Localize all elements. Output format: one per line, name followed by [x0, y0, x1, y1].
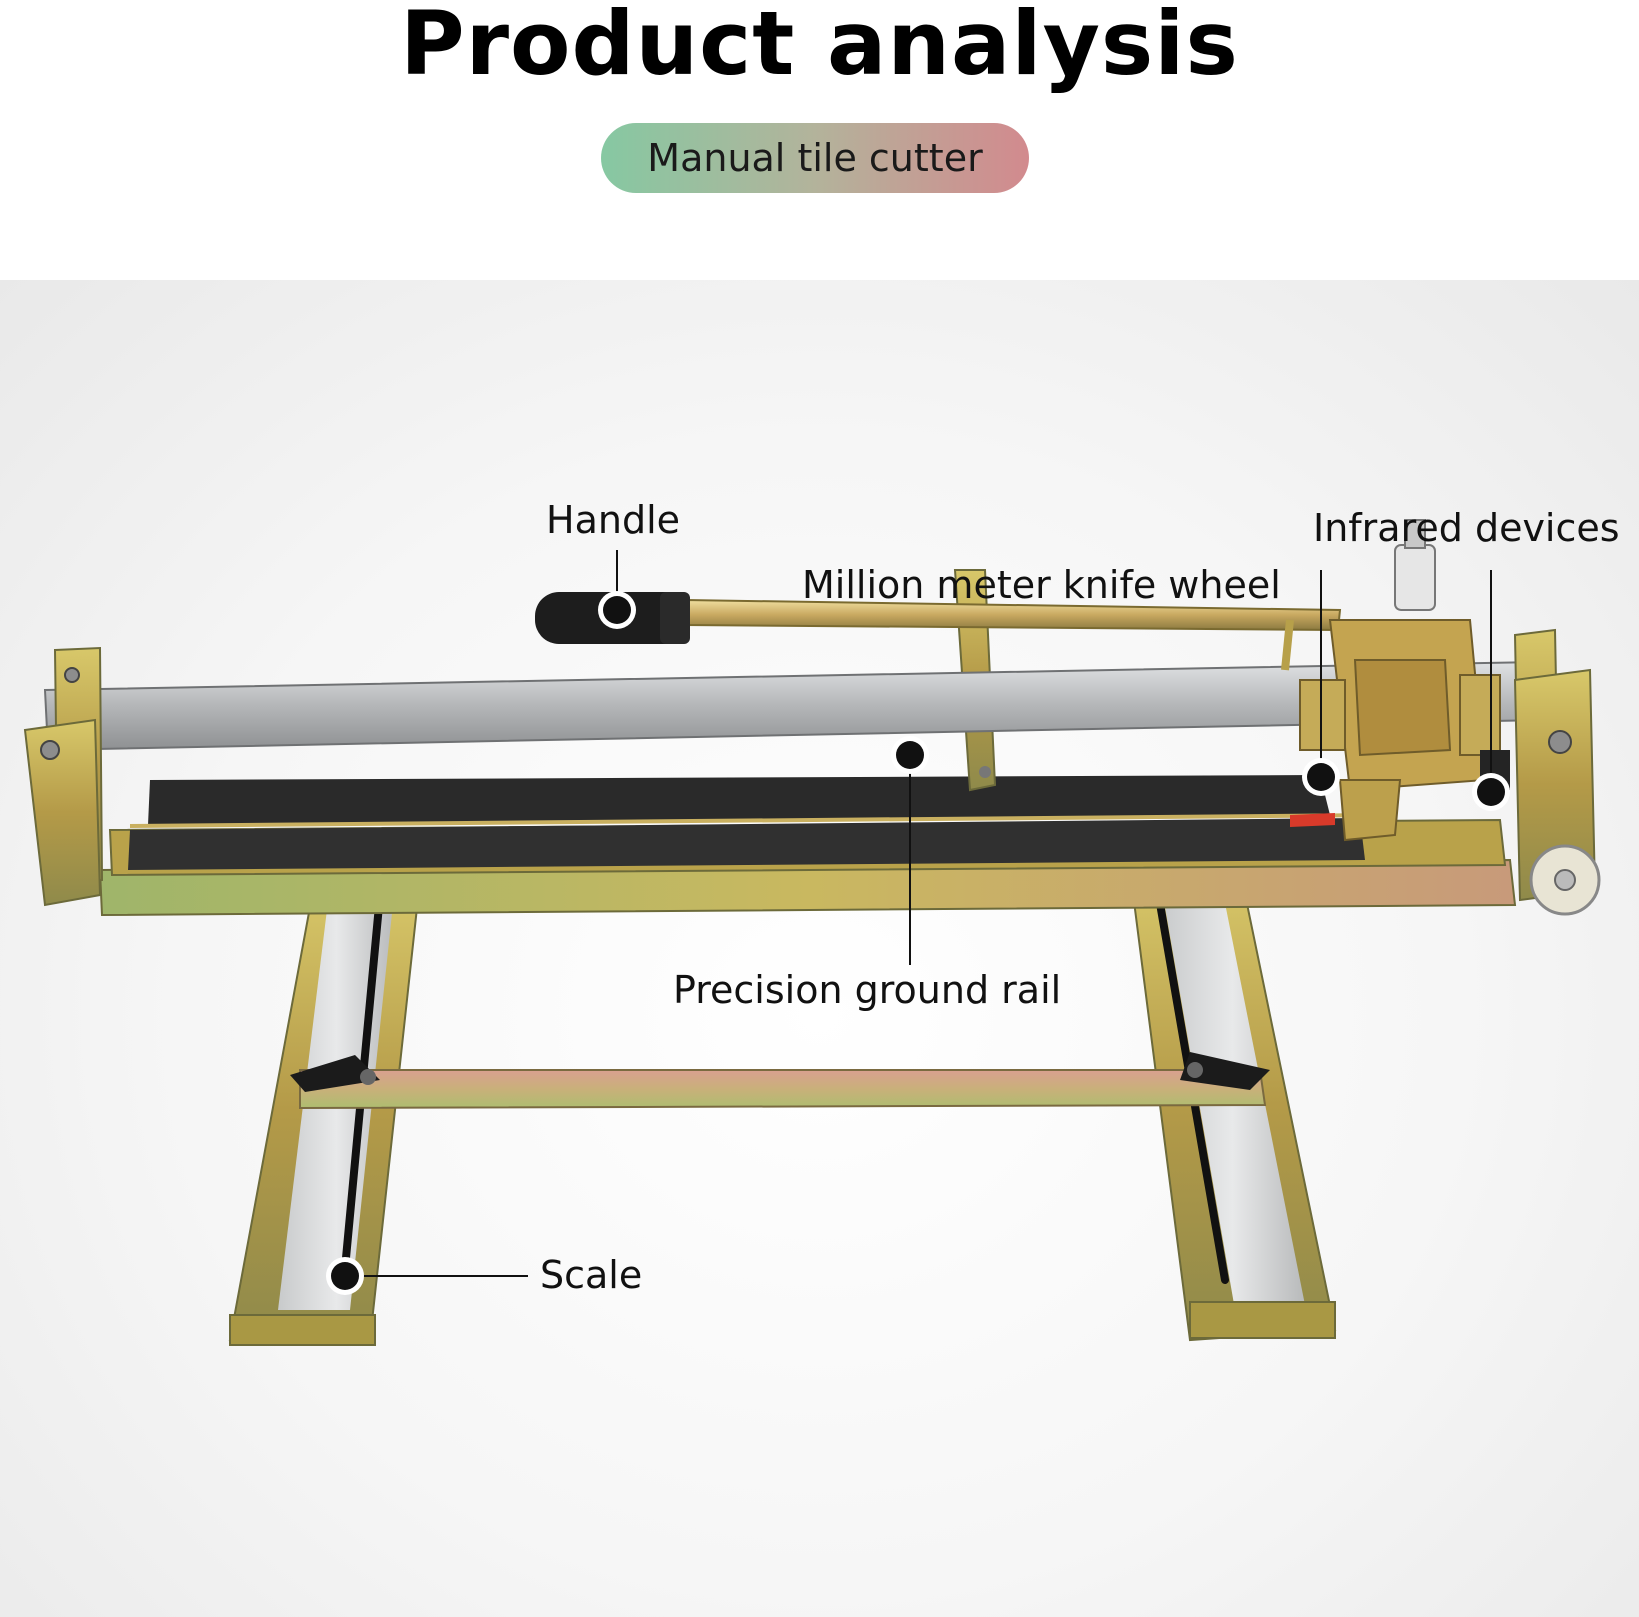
- header: Product analysis Manual tile cutter: [0, 0, 1639, 280]
- right-end-block: [1513, 628, 1601, 916]
- cutting-bed: [128, 775, 1381, 870]
- callout-label-scale: Scale: [540, 1253, 643, 1297]
- callout-lines: [345, 550, 1492, 1277]
- callout-label-infrared: Infrared devices: [1313, 506, 1620, 550]
- callout-marker-handle: [598, 591, 636, 629]
- subtitle-badge: Manual tile cutter: [601, 123, 1029, 193]
- product-photo: Handle Million meter knife wheel Infrare…: [0, 280, 1639, 1617]
- callout-label-rail: Precision ground rail: [673, 968, 1062, 1012]
- callout-marker-infrared: [1472, 773, 1510, 811]
- cutting-carriage: [1299, 519, 1510, 842]
- tile-cutter-illustration: [23, 519, 1601, 1346]
- callout-marker-scale: [326, 1257, 364, 1295]
- callout-label-handle: Handle: [546, 498, 681, 542]
- callout-marker-knife-wheel: [1302, 758, 1340, 796]
- callout-label-knife-wheel: Million meter knife wheel: [802, 563, 1281, 607]
- subtitle-label: Manual tile cutter: [647, 136, 983, 180]
- callout-marker-rail: [891, 736, 929, 774]
- handle-lever: [535, 592, 1342, 671]
- cross-bar: [290, 1052, 1270, 1110]
- left-end-block: [23, 646, 104, 907]
- page-title: Product analysis: [400, 0, 1239, 95]
